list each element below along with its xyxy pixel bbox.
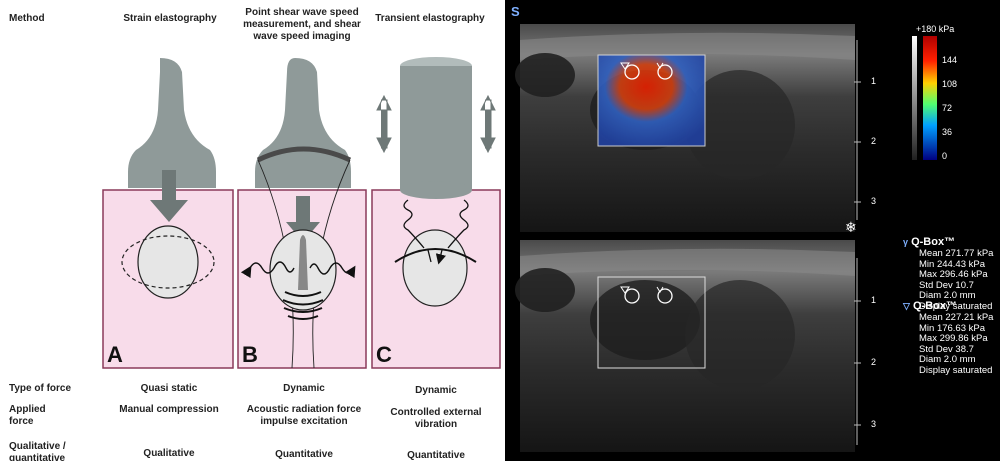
cell-a-type-of-force: Quasi static xyxy=(105,383,233,395)
depth-label-bottom-1: 1 xyxy=(871,295,876,305)
us-bottom-trachea xyxy=(685,280,795,390)
panel-a-sphere xyxy=(138,226,198,298)
colorbar-tick-0: 0 xyxy=(942,151,947,161)
qbox1-title: γ Q-Box™ xyxy=(903,236,955,248)
colorbar-tick-108: 108 xyxy=(942,79,957,89)
depth-label-top-1: 1 xyxy=(871,76,876,86)
us-swe-box xyxy=(598,55,705,146)
row-label-applied-force: Applied force xyxy=(9,404,71,428)
us-top-vessel xyxy=(515,53,575,97)
qbox2-title: ▽ Q-Box™ xyxy=(903,300,957,312)
row-label-qualitative: Qualitative / quantitative xyxy=(9,441,79,461)
qbox2-title-text: Q-Box™ xyxy=(913,300,957,312)
us-bottom-vessel xyxy=(515,268,575,312)
panel-c-probe xyxy=(400,66,472,190)
cell-c-qualitative: Quantitative xyxy=(372,450,500,461)
ultrasound-images: ❄ xyxy=(505,0,1000,461)
cell-b-applied-force: Acoustic radiation force impulse excitat… xyxy=(240,404,368,428)
qbox2-stats: Mean 227.21 kPa Min 176.63 kPa Max 299.8… xyxy=(919,313,993,376)
depth-label-top-3: 3 xyxy=(871,196,876,206)
colorbar-tick-72: 72 xyxy=(942,103,952,113)
colorbar-tick-36: 36 xyxy=(942,127,952,137)
snowflake-icon: ❄ xyxy=(845,220,857,236)
panel-letter-c: C xyxy=(376,342,392,368)
panel-c-sphere xyxy=(403,230,467,306)
qbox1-max: Max 296.46 kPa xyxy=(919,270,993,281)
qbox2-mean: Mean 227.21 kPa xyxy=(919,313,993,324)
colorbar-top-label: +180 kPa xyxy=(916,24,954,34)
qbox2-icon: ▽ xyxy=(903,301,910,311)
elastography-diagram: Method Strain elastography Point shear w… xyxy=(0,0,505,461)
scanner-logo: S xyxy=(511,4,520,19)
qbox1-title-text: Q-Box™ xyxy=(911,236,955,248)
cell-b-type-of-force: Dynamic xyxy=(240,383,368,395)
colorbar xyxy=(923,36,937,160)
depth-label-bottom-2: 2 xyxy=(871,357,876,367)
qbox2-display: Display saturated xyxy=(919,366,993,377)
us-bottom-nodule xyxy=(590,280,700,360)
qbox1-mean: Mean 271.77 kPa xyxy=(919,249,993,260)
panel-c-vibration-arrow-left xyxy=(377,96,391,152)
cell-c-type-of-force: Dynamic xyxy=(372,385,500,397)
panel-a-probe xyxy=(128,58,216,188)
cell-c-applied-force: Controlled external vibration xyxy=(372,407,500,431)
panel-c-vibration-arrow-right xyxy=(481,96,495,152)
depth-label-top-2: 2 xyxy=(871,136,876,146)
qbox2-diam: Diam 2.0 mm xyxy=(919,355,993,366)
ultrasound-screen: ❄ S 1 2 3 1 2 3 +180 kPa 144 108 72 36 0… xyxy=(505,0,1000,461)
panel-b-probe xyxy=(255,58,351,188)
panel-letter-a: A xyxy=(107,342,123,368)
qbox2-max: Max 299.86 kPa xyxy=(919,334,993,345)
cell-a-qualitative: Qualitative xyxy=(105,448,233,460)
panel-letter-b: B xyxy=(242,342,258,368)
row-label-type-of-force: Type of force xyxy=(9,383,71,395)
colorbar-tick-144: 144 xyxy=(942,55,957,65)
cell-b-qualitative: Quantitative xyxy=(240,449,368,461)
panel-c-probe-bottom xyxy=(400,181,472,199)
qbox1-icon: γ xyxy=(903,237,908,247)
colorbar-gray xyxy=(912,36,917,160)
depth-label-bottom-3: 3 xyxy=(871,419,876,429)
cell-a-applied-force: Manual compression xyxy=(105,404,233,416)
